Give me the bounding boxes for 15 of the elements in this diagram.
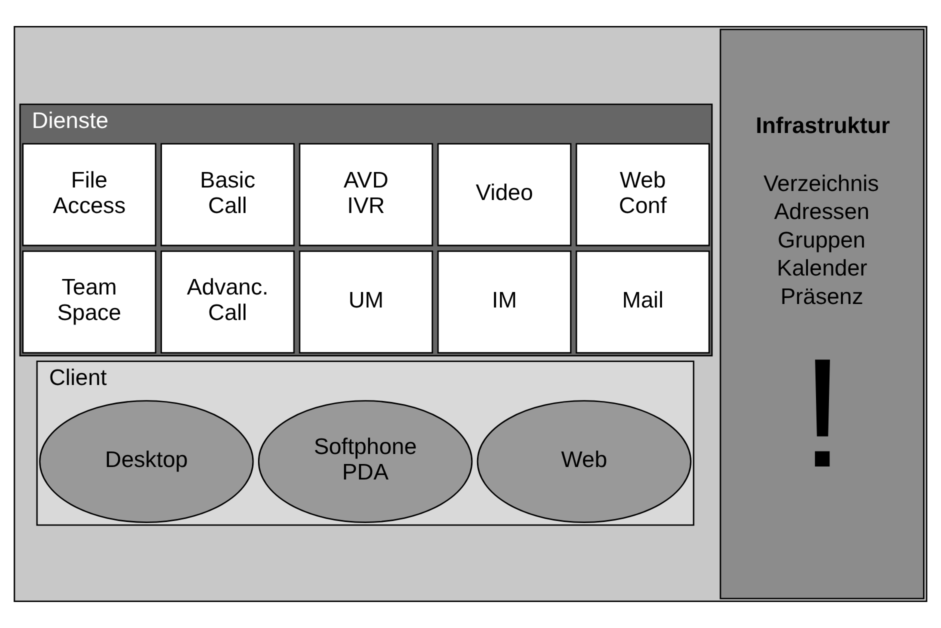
node-box: Web Conf bbox=[576, 143, 710, 246]
node-ellipse: Web bbox=[476, 400, 692, 523]
cluster bbox=[14, 26, 928, 602]
node-box: Mail bbox=[576, 250, 710, 354]
node-box: IM bbox=[437, 250, 572, 354]
node-box: UM bbox=[298, 250, 434, 354]
node-box: File Access bbox=[22, 143, 156, 246]
node-ellipse: Softphone PDA bbox=[258, 400, 473, 523]
node-box: AVD IVR bbox=[298, 143, 434, 246]
node-ellipse: Desktop bbox=[39, 400, 254, 523]
node-box: Basic Call bbox=[160, 143, 295, 246]
node-box: Video bbox=[437, 143, 572, 246]
node-box: Infrastruktur Verzeichnis Adressen Gruppen Kalender Präsenz ! bbox=[720, 28, 924, 600]
node-box: Advanc. Call bbox=[160, 250, 295, 354]
node-box: Team Space bbox=[22, 250, 156, 354]
